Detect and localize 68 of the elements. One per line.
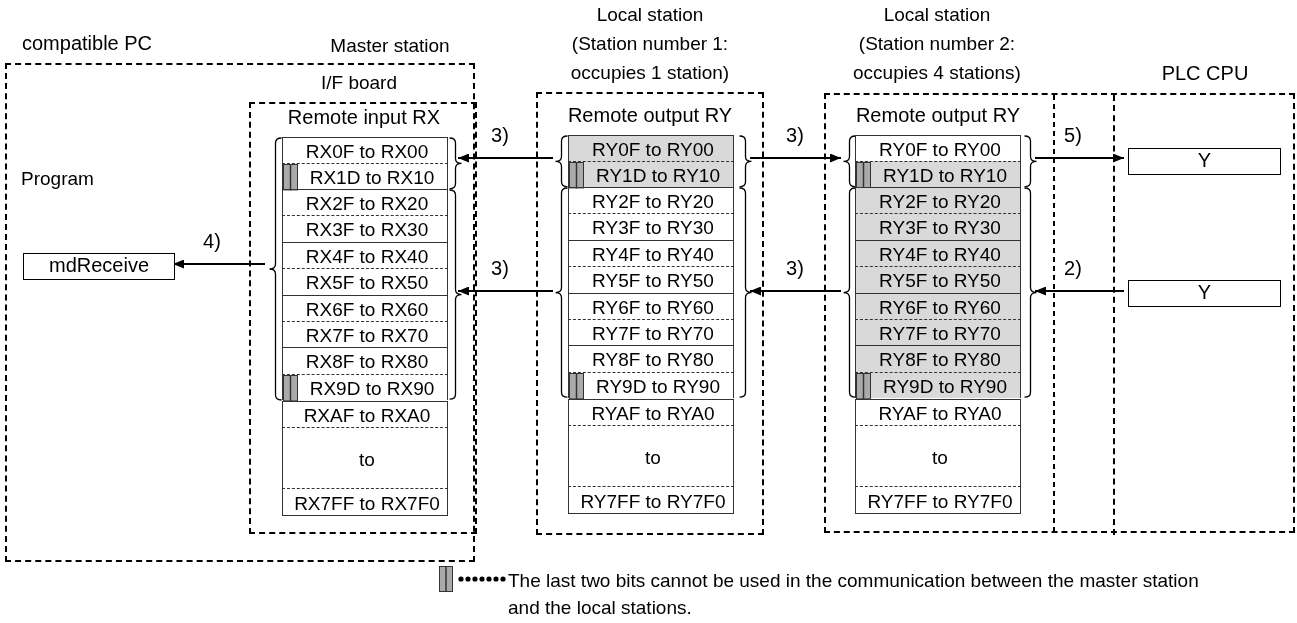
legend-text: The last two bits cannot be used in the communication between the master station and the local stations. (508, 569, 1200, 620)
arrow (1034, 153, 1125, 163)
row-group (282, 137, 462, 189)
address-range: RY3F to RY30 (879, 217, 1001, 240)
address-range: RY6F to RY60 (879, 296, 1001, 319)
address-range: to (932, 447, 948, 470)
address-range: RY1D to RY10 (596, 165, 720, 188)
address-range: RXAF to RXA0 (303, 405, 431, 427)
address-range: RY6F to RY60 (592, 296, 714, 319)
address-range: RY2F to RY20 (592, 191, 714, 213)
region-label: Remote output RY (854, 103, 1022, 128)
address-range: RY4F to RY40 (879, 243, 1001, 266)
address-range: RX0F to RX00 (305, 141, 429, 163)
process-box: Y (1128, 280, 1281, 307)
address-range: RX6F to RX60 (305, 298, 429, 321)
region-label: Local station (Station number 1: occupies 1 station) (569, 3, 731, 85)
address-range: RX7FF to RX7F0 (294, 493, 440, 516)
row-group (568, 399, 735, 513)
address-range: to (645, 447, 661, 470)
address-range: RY7F to RY70 (592, 323, 714, 345)
address-range: to (359, 449, 375, 472)
row-group (282, 401, 448, 515)
arrow (457, 286, 554, 296)
address-range: RY0F to RY00 (592, 139, 714, 161)
address-range: RY5F to RY50 (592, 270, 714, 293)
region-label: Local station (Station number 2: occupies 4 stations) (852, 3, 1022, 85)
address-range: RY7F to RY70 (879, 323, 1001, 345)
arrow (749, 153, 842, 163)
address-range: RY5F to RY50 (879, 270, 1001, 293)
address-range: RX8F to RX80 (305, 351, 429, 374)
address-range: RX9D to RX90 (309, 377, 435, 400)
address-range: RX3F to RX30 (305, 219, 429, 242)
address-range: RX2F to RX20 (305, 193, 429, 215)
address-range: RX5F to RX50 (305, 272, 429, 295)
address-range: RY9D to RY90 (596, 375, 720, 398)
region-label: Remote input RX (286, 105, 442, 130)
address-range: RY3F to RY30 (592, 217, 714, 240)
address-range: RY8F to RY80 (592, 349, 714, 372)
address-range: RY9D to RY90 (883, 375, 1007, 398)
address-range: RY7FF to RY7F0 (867, 491, 1013, 514)
region-label: Program (21, 167, 95, 191)
address-range: RX1D to RX10 (309, 167, 435, 190)
address-range: RY0F to RY00 (879, 139, 1001, 161)
address-range: RY8F to RY80 (879, 349, 1001, 372)
arrow (1034, 286, 1125, 296)
address-range: RYAF to RYA0 (591, 403, 715, 425)
address-range: RY7FF to RY7F0 (580, 491, 726, 514)
row-group (555, 187, 752, 399)
address-range: RX4F to RX40 (305, 245, 429, 268)
arrow (749, 286, 842, 296)
row-group (555, 135, 752, 187)
region-label: Remote output RY (566, 103, 734, 128)
region-label: PLC CPU (1160, 61, 1250, 86)
address-range: RY1D to RY10 (883, 165, 1007, 188)
address-range: RY4F to RY40 (592, 243, 714, 266)
row-group (843, 187, 1037, 399)
address-range: RYAF to RYA0 (878, 403, 1002, 425)
region-label: Master station (329, 34, 451, 58)
arrow (457, 153, 554, 163)
address-range: RY2F to RY20 (879, 191, 1001, 213)
region-label: I/F board (319, 71, 398, 95)
address-range: RX7F to RX70 (305, 325, 429, 347)
process-box: Y (1128, 148, 1281, 175)
row-group (855, 399, 1022, 513)
region-label: compatible PC (22, 31, 154, 56)
bracket-group (269, 137, 462, 401)
process-box: mdReceive (23, 253, 175, 280)
row-group (282, 189, 462, 401)
